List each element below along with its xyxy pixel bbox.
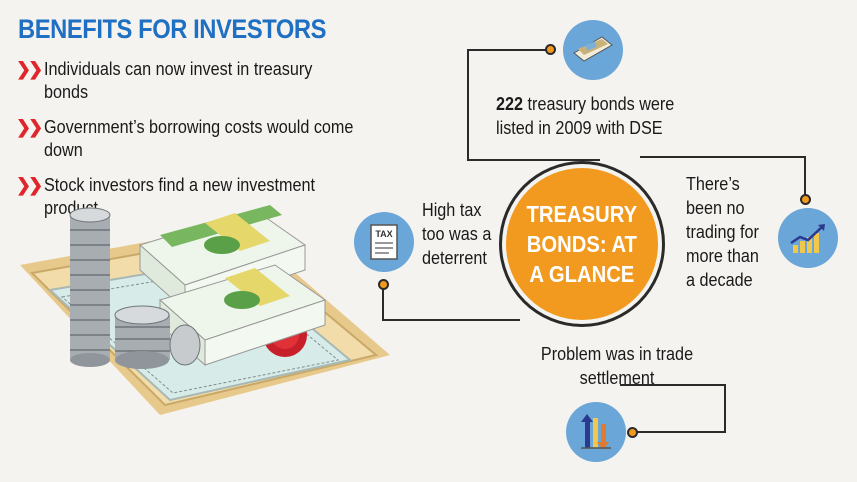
center-title-circle: TREASURY BONDS: AT A GLANCE (506, 168, 658, 320)
fact-text: listed in 2009 with DSE (496, 118, 663, 138)
fact-tax: High tax too was a deterrent (422, 198, 522, 270)
fact-text: High tax (422, 200, 482, 220)
chevron-right-icon: ❯❯ (16, 59, 43, 79)
tax-document-icon: TAX (354, 212, 414, 272)
trade-arrows-icon (566, 402, 626, 462)
fact-trading: There’s been no trading for more than a … (686, 172, 806, 292)
fact-text: trading for (686, 222, 759, 242)
tax-label: TAX (375, 229, 392, 239)
fact-text: settlement (579, 368, 655, 388)
connector-dot (800, 194, 811, 205)
money-illustration (20, 205, 390, 415)
list-item: ❯❯ Government’s borrowing costs would co… (16, 116, 396, 162)
list-item: ❯❯ Individuals can now invest in treasur… (16, 58, 396, 104)
chevron-right-icon: ❯❯ (16, 117, 43, 137)
fact-text: treasury bonds were (523, 94, 675, 114)
money-stack-icon (563, 20, 623, 80)
fact-text: too was a (422, 224, 492, 244)
benefit-text: Individuals can now invest in treasury b… (44, 59, 313, 102)
connector-dot (545, 44, 556, 55)
connector-dot (378, 279, 389, 290)
center-title-line: TREASURY (526, 201, 638, 227)
fact-text: a decade (686, 270, 753, 290)
page-title: BENEFITS FOR INVESTORS (18, 14, 327, 44)
fact-listed: 222 treasury bonds were listed in 2009 w… (496, 92, 736, 140)
center-title-line: BONDS: AT (526, 231, 638, 257)
benefits-list: ❯❯ Individuals can now invest in treasur… (16, 58, 396, 232)
fact-text: more than (686, 246, 759, 266)
center-title-line: A GLANCE (529, 261, 635, 287)
fact-number: 222 (496, 94, 524, 114)
fact-text: Problem was in trade (540, 344, 694, 364)
fact-text: There’s (686, 174, 740, 194)
fact-settlement: Problem was in trade settlement (512, 342, 722, 390)
growth-chart-icon (778, 208, 838, 268)
chevron-right-icon: ❯❯ (16, 175, 43, 195)
connector-dot (627, 427, 638, 438)
benefit-text: Government’s borrowing costs would come … (44, 117, 354, 160)
fact-text: been no (686, 198, 745, 218)
fact-text: deterrent (422, 248, 487, 268)
list-item: ❯❯ Stock investors find a new investment… (16, 174, 396, 220)
